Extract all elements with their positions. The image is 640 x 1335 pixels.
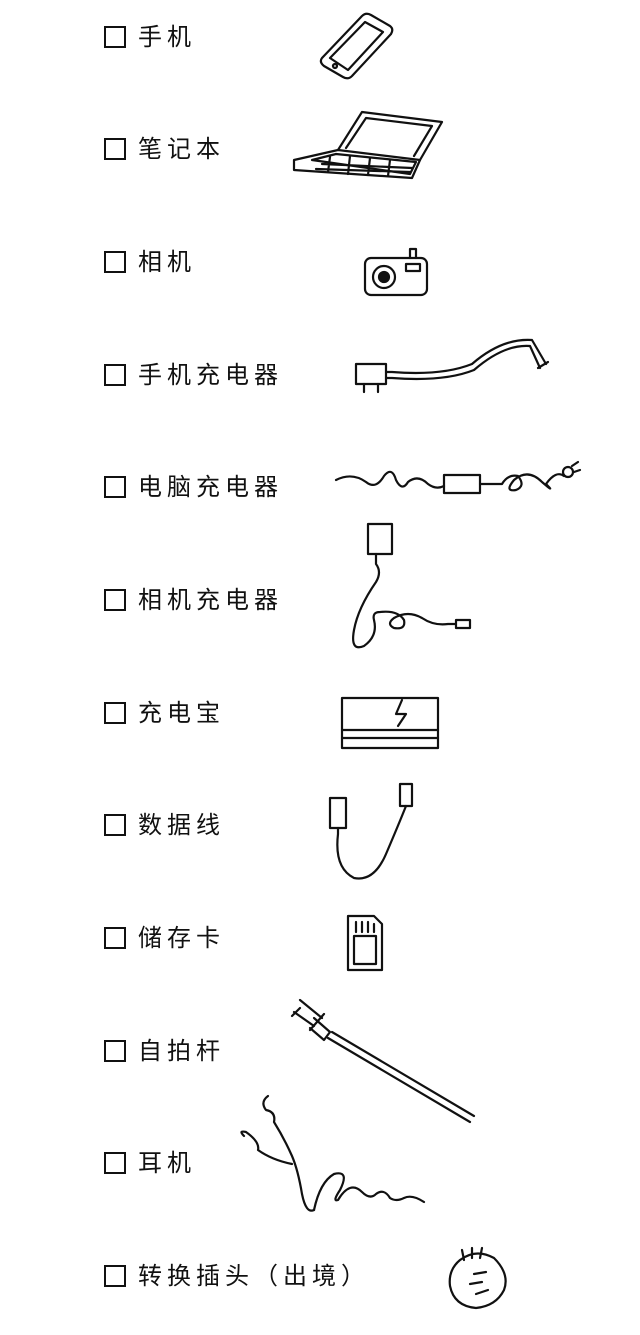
camera-charger-icon	[352, 522, 472, 649]
checklist-item-memory-card[interactable]: 储存卡	[104, 923, 225, 953]
checkbox[interactable]	[104, 251, 126, 273]
checklist-item-laptop-charger[interactable]: 电脑充电器	[104, 472, 283, 502]
checkbox[interactable]	[104, 1152, 126, 1174]
checkbox[interactable]	[104, 702, 126, 724]
checklist-item-earphones[interactable]: 耳机	[104, 1148, 196, 1178]
checklist-item-phone[interactable]: 手机	[104, 22, 196, 52]
camera-icon	[363, 247, 429, 297]
checklist-item-selfie-stick[interactable]: 自拍杆	[104, 1036, 225, 1066]
item-label: 相机	[138, 248, 196, 276]
checkbox[interactable]	[104, 1040, 126, 1062]
item-label: 数据线	[138, 811, 225, 839]
memory-card-icon	[346, 914, 384, 972]
item-label: 手机充电器	[138, 361, 283, 389]
item-label: 相机充电器	[138, 586, 283, 614]
power-bank-icon	[340, 696, 440, 750]
checkbox[interactable]	[104, 364, 126, 386]
item-label: 耳机	[138, 1149, 196, 1177]
item-label: 电脑充电器	[138, 473, 283, 501]
checkbox[interactable]	[104, 814, 126, 836]
checkbox[interactable]	[104, 927, 126, 949]
checklist-item-phone-charger[interactable]: 手机充电器	[104, 360, 283, 390]
earphones-icon	[240, 1094, 426, 1212]
checkbox[interactable]	[104, 476, 126, 498]
item-label: 充电宝	[138, 699, 225, 727]
phone-icon	[319, 12, 394, 80]
phone-charger-icon	[354, 338, 550, 394]
laptop-charger-icon	[334, 460, 582, 495]
item-label: 自拍杆	[138, 1037, 225, 1065]
checklist-item-power-bank[interactable]: 充电宝	[104, 698, 225, 728]
checkbox[interactable]	[104, 138, 126, 160]
checklist-item-laptop[interactable]: 笔记本	[104, 134, 225, 164]
checklist-item-travel-adapter[interactable]: 转换插头（出境）	[104, 1261, 370, 1291]
item-label: 转换插头（出境）	[138, 1262, 370, 1290]
item-label: 笔记本	[138, 135, 225, 163]
checkbox[interactable]	[104, 589, 126, 611]
item-label: 手机	[138, 23, 196, 51]
checklist-item-data-cable[interactable]: 数据线	[104, 810, 225, 840]
checkbox[interactable]	[104, 1265, 126, 1287]
checkbox[interactable]	[104, 26, 126, 48]
selfie-stick-icon	[290, 998, 476, 1124]
checklist-item-camera-charger[interactable]: 相机充电器	[104, 585, 283, 615]
item-label: 储存卡	[138, 924, 225, 952]
travel-adapter-icon	[448, 1246, 507, 1310]
data-cable-icon	[328, 782, 414, 880]
laptop-icon	[292, 110, 444, 180]
checklist-item-camera[interactable]: 相机	[104, 247, 196, 277]
